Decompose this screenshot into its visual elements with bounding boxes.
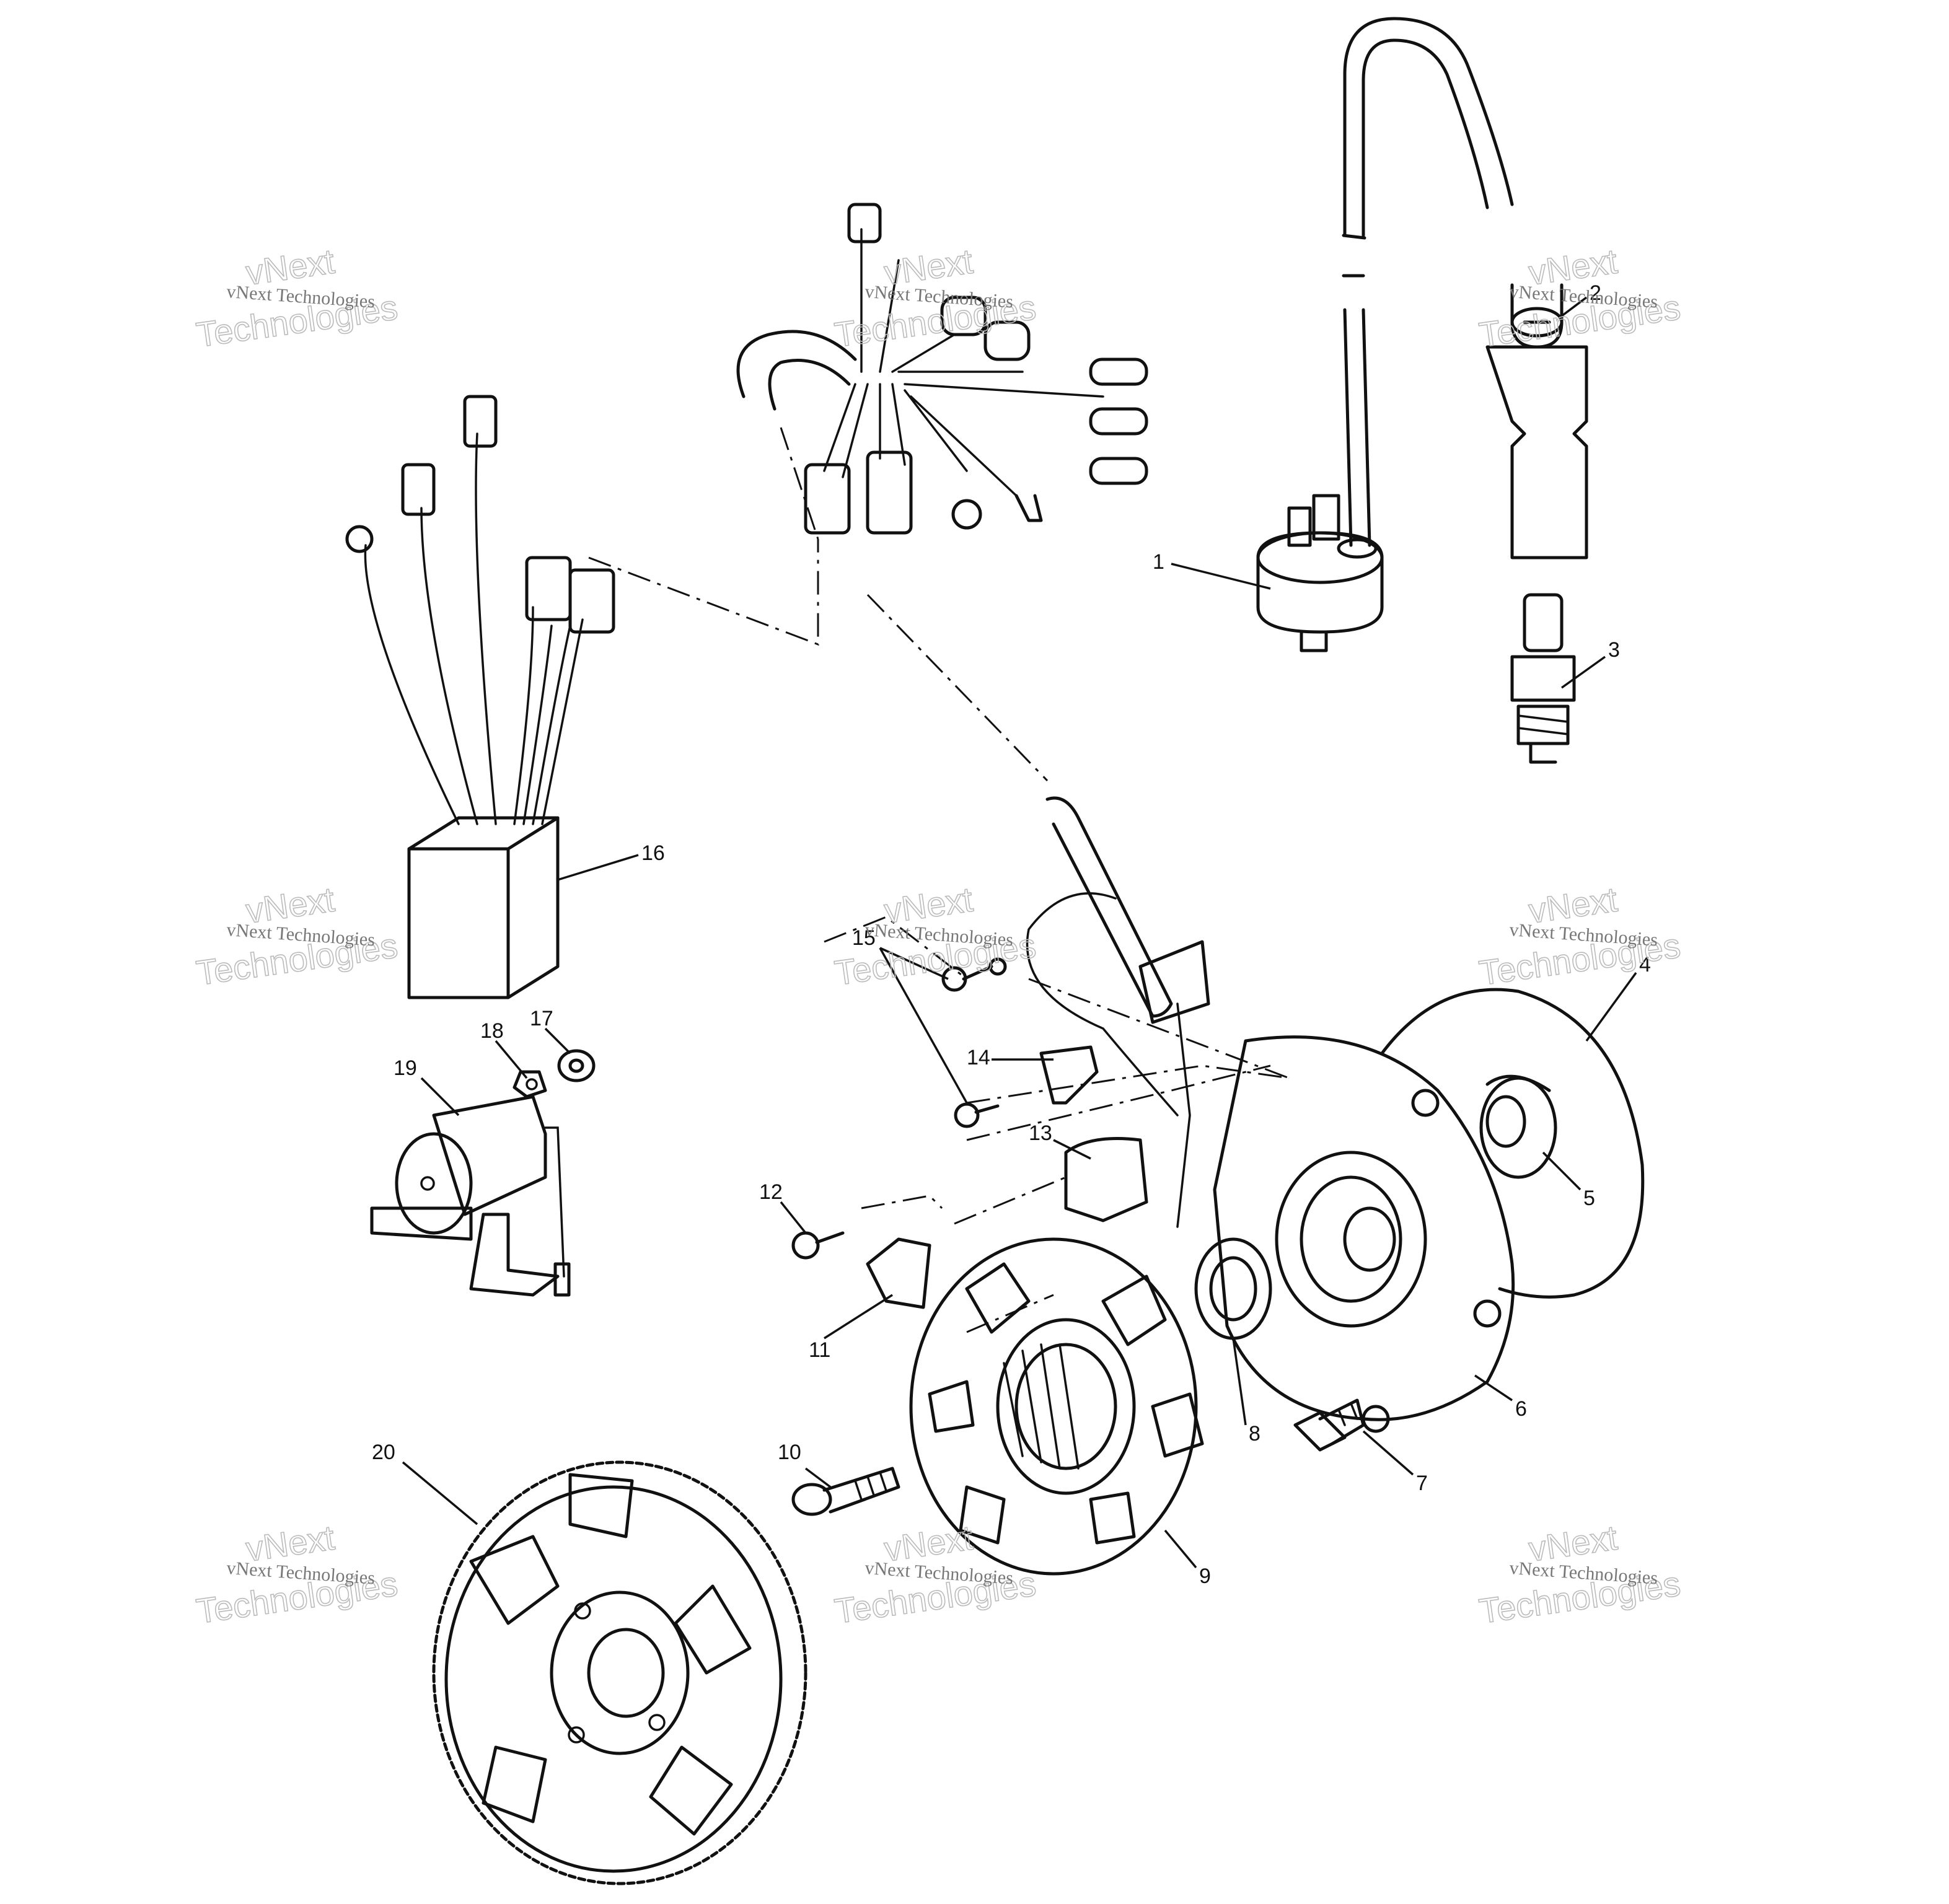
callout-5: 5: [1583, 1187, 1595, 1210]
watermark-mid-left: vNext Technologies vNext Technologies: [193, 879, 400, 993]
callout-16: 16: [641, 841, 665, 865]
part-small-hardware: [791, 957, 1148, 1309]
callout-17: 17: [530, 1007, 553, 1030]
callouts: 1 2 3 4 5 6 7 8 9 10 11 12 13 14 15 16 1…: [372, 281, 1651, 1588]
part-wiring-harness: [736, 203, 1148, 535]
watermark-mid-right: vNext Technologies vNext Technologies: [1476, 879, 1683, 993]
part-ignition-coil: [1256, 308, 1384, 652]
assembly-lines: [588, 427, 1290, 1333]
watermark-bottom-left: vNext Technologies vNext Technologies: [193, 1517, 400, 1631]
part-nut-washer: [513, 1049, 596, 1099]
part-stator: [909, 1237, 1204, 1576]
part-seal: [1194, 1237, 1272, 1340]
part-magneto-housing: [1213, 1035, 1515, 1433]
part-bolt-7: [1293, 1398, 1365, 1452]
watermark-top-left: vNext Technologies vNext Technologies: [193, 241, 400, 355]
callout-6: 6: [1515, 1397, 1527, 1421]
callout-7: 7: [1416, 1472, 1428, 1495]
callout-4: 4: [1639, 953, 1651, 976]
part-spark-plug: [1510, 593, 1576, 764]
watermark-bottom-right: vNext Technologies vNext Technologies: [1476, 1517, 1683, 1631]
callout-2: 2: [1590, 281, 1601, 305]
watermarks: vNext Technologies vNext Technologies vN…: [193, 241, 1683, 1631]
callout-11: 11: [809, 1338, 830, 1362]
part-starter-solenoid: [370, 1095, 571, 1297]
part-stator-lead: [1026, 796, 1210, 1228]
part-bushing: [1479, 1074, 1557, 1179]
watermark-bottom-center: vNext Technologies vNext Technologies: [832, 1517, 1039, 1631]
callout-12: 12: [759, 1180, 783, 1204]
part-cdi-box: [345, 395, 615, 999]
part-spark-plug-cap: [1342, 17, 1588, 559]
leader-lines: [402, 296, 1637, 1569]
callout-19: 19: [394, 1056, 417, 1080]
watermark-top-right: vNext Technologies vNext Technologies: [1476, 241, 1683, 355]
watermark-top-center: vNext Technologies vNext Technologies: [832, 241, 1039, 355]
callout-20: 20: [372, 1441, 395, 1464]
callout-1: 1: [1153, 550, 1164, 574]
callout-14: 14: [967, 1046, 990, 1069]
callout-8: 8: [1249, 1422, 1260, 1446]
callout-10: 10: [778, 1441, 801, 1464]
callout-13: 13: [1029, 1121, 1052, 1145]
callout-9: 9: [1199, 1564, 1211, 1588]
part-screw-10: [791, 1467, 900, 1516]
callout-15: 15: [852, 926, 876, 950]
part-o-ring: [1380, 988, 1645, 1299]
callout-18: 18: [480, 1019, 504, 1043]
part-flywheel: [432, 1460, 807, 1885]
callout-3: 3: [1608, 638, 1620, 662]
